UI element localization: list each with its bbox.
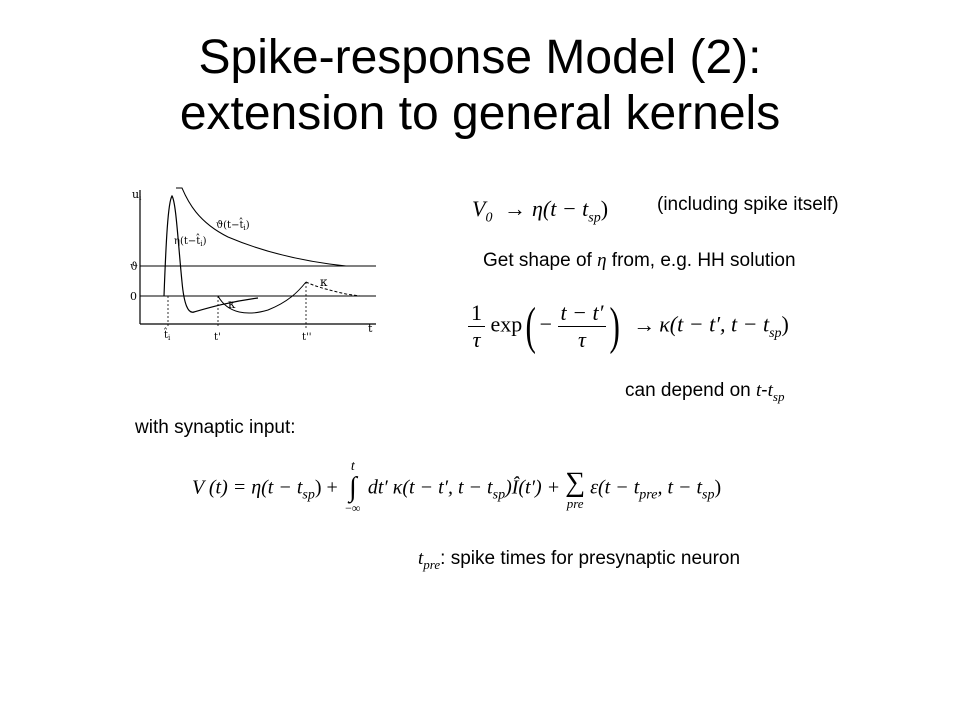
synaptic-input-label: with synaptic input:: [135, 417, 296, 438]
eta-curve-label: η(t−t̂i): [174, 234, 207, 248]
kappa-label-2: κ: [320, 275, 328, 289]
theta-curve-label: ϑ(t−t̂i): [216, 218, 250, 232]
can-depend-text: can depend on t-tsp: [625, 380, 785, 404]
theta-label: ϑ: [130, 260, 138, 273]
y-axis-label: ui: [132, 188, 142, 202]
slide-title: Spike-response Model (2): extension to g…: [0, 30, 960, 142]
t-axis-label: t: [368, 322, 373, 335]
tpre-description: tpre: spike times for presynaptic neuron: [418, 548, 741, 572]
equation-membrane-potential: V (t) = η(t − tsp) + t ∫ −∞ dt′ κ(t − t′…: [192, 459, 722, 515]
title-line-2: extension to general kernels: [179, 87, 781, 140]
eta-shape-text: Get shape of η from, e.g. HH solution: [483, 250, 796, 271]
eta-spike-curve: [163, 194, 259, 313]
theta-threshold-curve: [176, 187, 347, 267]
zero-label: 0: [130, 290, 137, 303]
tprime-label: t': [214, 332, 221, 343]
tdoubleprime-label: t'': [302, 332, 312, 343]
sum-sign: ∑ pre: [565, 466, 586, 511]
integral-sign: t ∫ −∞: [345, 459, 361, 515]
equation-kappa-exp: 1 τ exp(− t − t′ τ ) →κ(t − t′, t − tsp): [468, 300, 789, 353]
title-line-1: Spike-response Model (2):: [198, 31, 762, 84]
kappa-curve-2: [305, 281, 361, 297]
t-minus-tprime-over-tau: t − t′ τ: [557, 300, 607, 353]
ti-hat-label: t̂i: [163, 328, 171, 342]
one-over-tau: 1 τ: [468, 300, 485, 353]
equation-v0-eta: V0 →η(t − tsp): [472, 196, 609, 226]
spike-response-graph: ui ϑ 0 t t̂i t' t'' κ κ ϑ(t−t̂i) η(t−t̂i…: [130, 187, 376, 343]
kappa-label-1: κ: [228, 297, 236, 311]
including-spike-text: (including spike itself): [657, 194, 839, 215]
kappa-curve-1: [217, 281, 307, 314]
